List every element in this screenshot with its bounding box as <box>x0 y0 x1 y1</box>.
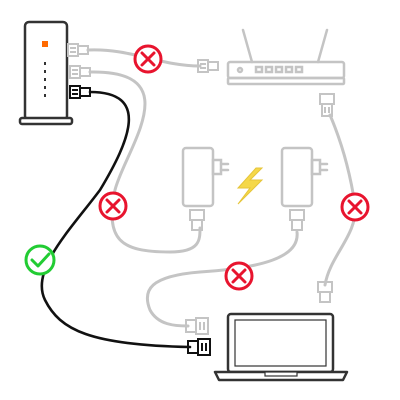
modem-connector-bottom <box>69 85 91 99</box>
faded-cables <box>86 48 357 328</box>
cable-modem-to-laptop <box>40 90 192 349</box>
powerline-adapter-left <box>181 146 230 208</box>
router <box>226 28 346 86</box>
laptop-connector-active <box>187 338 211 356</box>
red-x-icon <box>340 192 370 222</box>
red-x-icon <box>98 191 128 221</box>
cable-right-adapter-to-laptop <box>145 230 299 328</box>
modem-connector-top <box>67 43 89 57</box>
powerline-adapter-left-connector <box>189 209 205 231</box>
laptop-side-connector <box>317 281 333 303</box>
modem-status-leds <box>44 62 46 97</box>
correct-cable <box>40 90 192 349</box>
lightning-icon <box>236 167 264 205</box>
powerline-adapter-right <box>280 146 329 208</box>
router-connector-left <box>197 59 219 73</box>
laptop <box>213 312 349 382</box>
green-check-icon <box>24 244 56 276</box>
red-x-icon <box>133 44 163 74</box>
powerline-adapter-right-connector <box>289 209 305 231</box>
red-x-icon <box>224 261 254 291</box>
laptop-connector-faded <box>185 317 209 335</box>
router-connector-bottom <box>319 93 335 117</box>
modem-connector-middle <box>69 65 91 79</box>
modem <box>18 20 74 126</box>
modem-power-led <box>42 41 48 47</box>
